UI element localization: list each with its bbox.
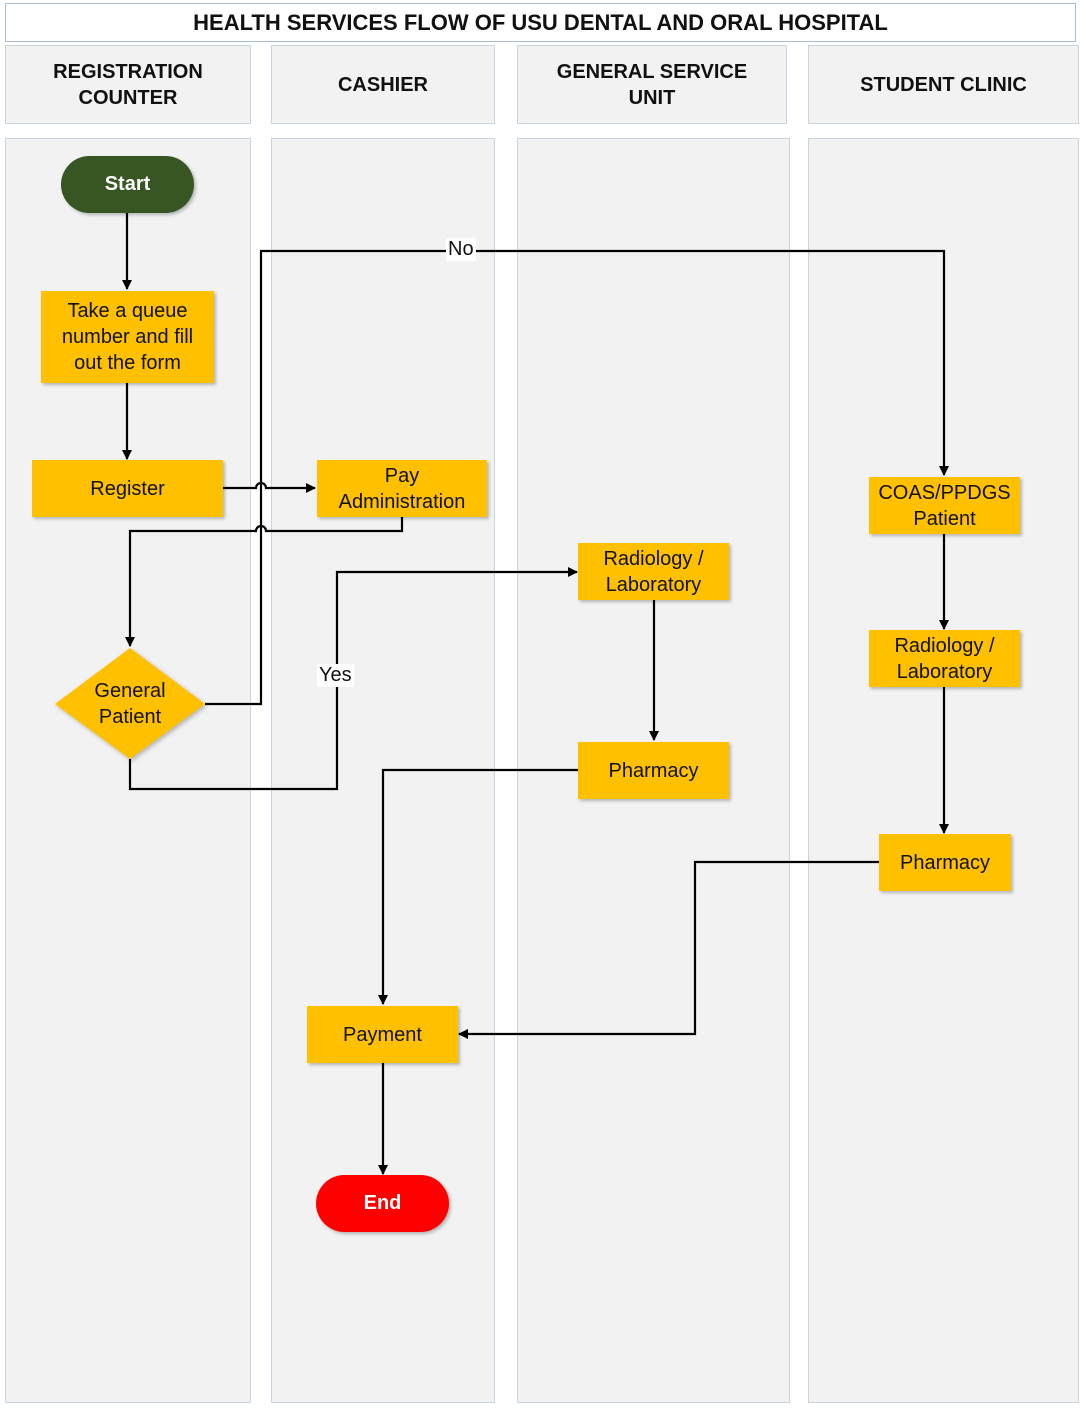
pay-administration-box: Pay Administration <box>317 460 487 517</box>
sc-pharmacy-box: Pharmacy <box>879 834 1011 891</box>
edge-label-yes: Yes <box>317 664 354 687</box>
general-patient-diamond <box>55 648 205 759</box>
sc-radiology-box: Radiology / Laboratory <box>869 630 1020 687</box>
lane-header-student-clinic: STUDENT CLINIC <box>808 45 1079 124</box>
payment-box: Payment <box>307 1006 458 1063</box>
edge-label-no: No <box>446 238 476 261</box>
queue-form-box: Take a queue number and fill out the for… <box>41 291 214 383</box>
lane-header-cashier: CASHIER <box>271 45 495 124</box>
lane-header-general-service: GENERAL SERVICE UNIT <box>517 45 787 124</box>
lane-header-registration: REGISTRATION COUNTER <box>5 45 251 124</box>
end-terminal: End <box>316 1175 449 1232</box>
coas-ppdgs-patient-box: COAS/PPDGS Patient <box>869 477 1020 534</box>
gsu-radiology-box: Radiology / Laboratory <box>578 543 729 600</box>
edge-no-coas <box>205 249 949 706</box>
start-terminal: Start <box>61 156 194 213</box>
register-box: Register <box>32 460 223 517</box>
edge-yes-radiology <box>128 567 578 791</box>
edge-gsu-pharm-payment <box>378 768 579 1005</box>
edge-sc-pharm-payment <box>458 860 879 1039</box>
general-patient-label: General Patient <box>94 680 166 728</box>
diagram-title: HEALTH SERVICES FLOW OF USU DENTAL AND O… <box>5 3 1076 42</box>
gsu-pharmacy-box: Pharmacy <box>578 742 729 799</box>
edge-register-pay <box>223 481 316 493</box>
edge-pay-general <box>125 517 404 647</box>
